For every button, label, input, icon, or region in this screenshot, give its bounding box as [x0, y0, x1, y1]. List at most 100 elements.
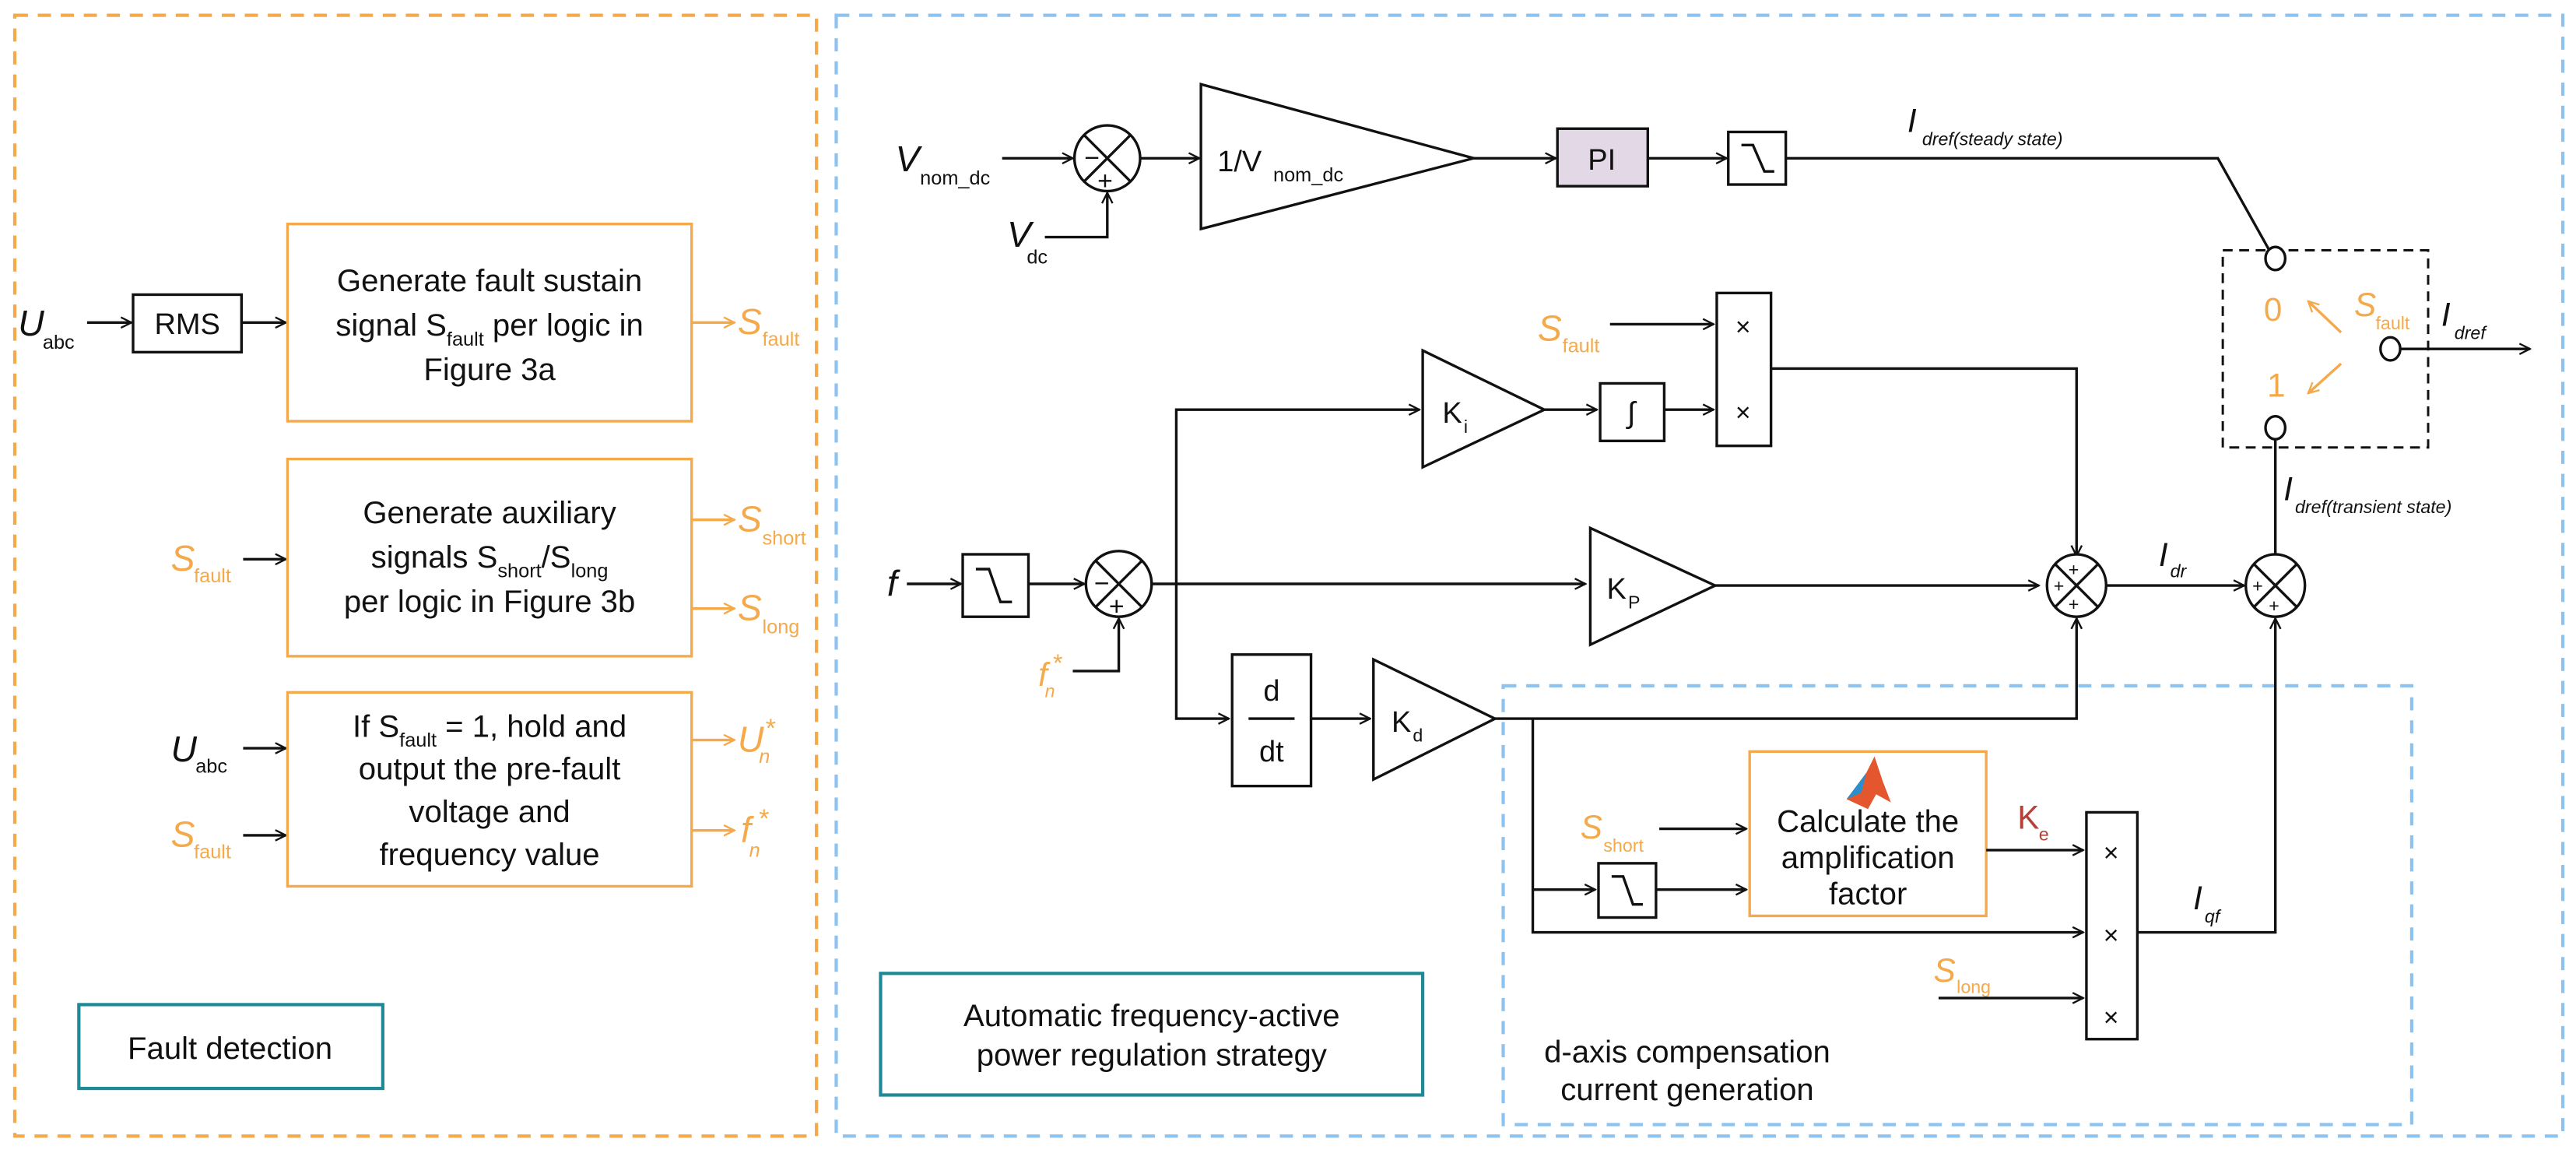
- plus-sign: +: [2069, 594, 2079, 614]
- i-dr-label: I dr: [2159, 536, 2188, 582]
- svg-text:I: I: [2441, 297, 2451, 333]
- s-fault-hold-input-label: S fault: [171, 814, 231, 863]
- u-abc-input-label: U abc: [18, 303, 75, 353]
- gain-1-over-vnom: [1199, 83, 1479, 231]
- svg-text:abc: abc: [43, 332, 75, 353]
- wire: [1174, 583, 1229, 719]
- minus-sign: −: [1084, 143, 1100, 173]
- kd-label: K d: [1392, 706, 1423, 746]
- wire: [1072, 618, 1118, 673]
- wire: [1494, 618, 2076, 720]
- limiter-block-top: [1727, 130, 1788, 186]
- wire: [1044, 193, 1107, 239]
- s-long-comp-label: S long: [1934, 952, 1991, 997]
- svg-text:S: S: [738, 301, 762, 342]
- fn-star-input-label: f n *: [1038, 649, 1062, 701]
- plus-sign: +: [1109, 592, 1125, 621]
- block-text: Calculate the: [1777, 805, 1959, 839]
- block-text: Generate fault sustain: [337, 264, 642, 298]
- svg-text:n: n: [759, 746, 770, 768]
- wire: [1174, 410, 1419, 584]
- svg-text:U: U: [171, 729, 198, 769]
- v-nom-dc-label: V nom_dc: [895, 139, 990, 189]
- i-qf-label: I qf: [2193, 880, 2222, 926]
- i-dref-output-label: I dref: [2441, 297, 2487, 343]
- fault-detection-group: [12, 13, 819, 1138]
- svg-text:long: long: [1957, 977, 1991, 997]
- svg-text:dr: dr: [2171, 561, 2188, 582]
- switch-arrow-1: [2308, 362, 2343, 393]
- svg-text:short: short: [762, 527, 805, 549]
- fault-detection-title-box: [77, 1003, 384, 1091]
- svg-text:n: n: [749, 839, 760, 861]
- svg-text:abc: abc: [195, 756, 227, 778]
- plus-sign: +: [1097, 166, 1113, 195]
- rms-block: [132, 293, 244, 354]
- summing-junction-transient: + +: [2244, 553, 2307, 618]
- svg-text:n: n: [1045, 681, 1055, 701]
- multiply-sign: ×: [2104, 920, 2119, 950]
- v-dc-label: V dc: [1007, 214, 1048, 268]
- plus-sign: +: [2269, 596, 2279, 616]
- svg-text:dref: dref: [2455, 322, 2488, 343]
- matlab-icon: [1846, 756, 1891, 810]
- svg-text:S: S: [171, 814, 195, 855]
- pi-label: PI: [1588, 144, 1616, 177]
- ki-gain: [1421, 348, 1548, 469]
- kp-label: K P: [1607, 573, 1641, 613]
- summing-junction-f: − +: [1084, 550, 1153, 621]
- kp-gain: [1588, 526, 1718, 647]
- block-text: signal Sfault per logic in: [335, 308, 644, 350]
- wire: [2137, 618, 2275, 934]
- switch-pos-0: 0: [2264, 291, 2282, 328]
- svg-text:dref(transient state): dref(transient state): [2295, 497, 2451, 517]
- svg-text:S: S: [1538, 308, 1562, 349]
- s-fault-product-label: S fault: [1538, 308, 1600, 357]
- svg-text:*: *: [766, 713, 776, 743]
- svg-text:f: f: [741, 809, 754, 849]
- multiply-sign: ×: [1735, 398, 1751, 427]
- block-text: Figure 3a: [423, 353, 556, 387]
- ke-label: K e: [2017, 800, 2048, 845]
- product-block-comp: [2085, 810, 2139, 1041]
- plus-sign: +: [2069, 559, 2079, 579]
- multiply-sign: ×: [2104, 1003, 2119, 1032]
- limiter-icon: [1611, 875, 1643, 906]
- svg-text:V: V: [895, 139, 922, 179]
- wire: [1771, 367, 2077, 556]
- block-text: factor: [1829, 877, 1907, 912]
- svg-text:dc: dc: [1027, 246, 1048, 268]
- switch-terminal-0: [2264, 245, 2287, 272]
- rms-label: RMS: [154, 308, 219, 341]
- multiply-sign: ×: [2104, 838, 2119, 868]
- f-n-star-output-label: f n *: [741, 803, 769, 861]
- s-fault-input-label: S fault: [171, 538, 231, 587]
- svg-text:K: K: [1442, 397, 1462, 430]
- svg-text:S: S: [738, 498, 762, 539]
- auxiliary-signal-block: [286, 457, 693, 658]
- summing-junction-idr: + + +: [2045, 553, 2107, 618]
- block-text: amplification: [1781, 841, 1955, 875]
- plus-sign: +: [2252, 576, 2263, 596]
- svg-text:qf: qf: [2205, 906, 2222, 926]
- svg-text:fault: fault: [2375, 313, 2409, 333]
- compensation-group: [1501, 684, 2414, 1127]
- regulation-title-line2: power regulation strategy: [977, 1039, 1327, 1073]
- svg-text:long: long: [762, 616, 799, 638]
- compensation-title-line2: current generation: [1560, 1073, 1813, 1107]
- svg-text:i: i: [1464, 417, 1468, 437]
- svg-text:nom_dc: nom_dc: [1273, 164, 1343, 186]
- svg-text:e: e: [2039, 824, 2049, 844]
- svg-text:U: U: [18, 303, 44, 343]
- svg-text:*: *: [759, 803, 769, 833]
- block-text: signals Sshort/Slong: [371, 540, 609, 582]
- i-dref-transient-label: I dref(transient state): [2283, 470, 2451, 517]
- switch-pos-1: 1: [2267, 367, 2285, 403]
- svg-text:V: V: [1007, 214, 1034, 255]
- fault-sustain-block: [286, 223, 693, 423]
- wire: [1531, 719, 2083, 932]
- svg-text:I: I: [1907, 102, 1917, 139]
- switch-arrow-0: [2308, 301, 2343, 334]
- svg-text:fault: fault: [1563, 335, 1600, 357]
